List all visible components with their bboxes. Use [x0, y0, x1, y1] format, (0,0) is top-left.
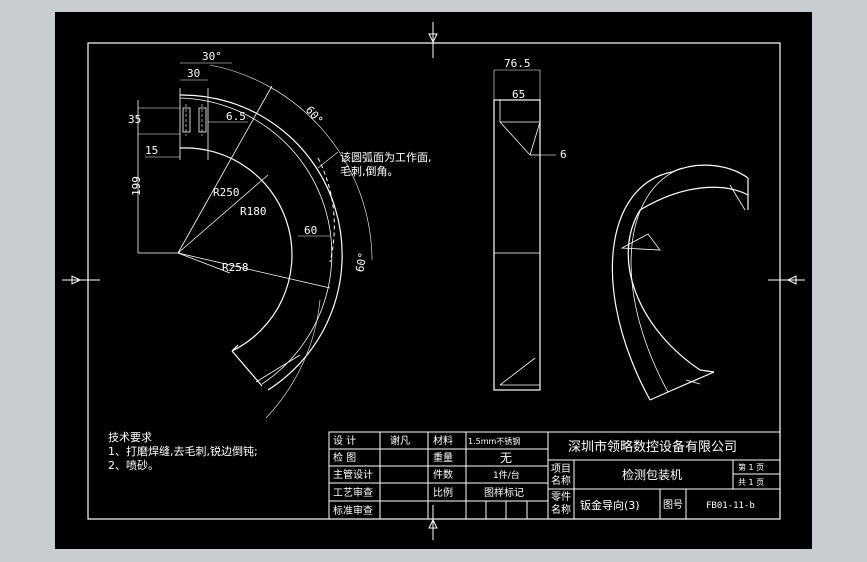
center-arrow-left-icon [71, 275, 82, 285]
inner-arc [179, 147, 293, 352]
dim-65-text: 65 [512, 88, 525, 101]
annotation-line-1: 该圆弧面为工作面, [340, 150, 432, 164]
outer-arc-inner-edge [179, 97, 333, 385]
tb-count: 1件/台 [493, 469, 520, 481]
tb-designer: 谢凡 [390, 434, 410, 447]
dim-r250-text: R250 [213, 186, 240, 199]
dim-30-text: 30 [187, 67, 200, 80]
outer-arc [179, 94, 343, 391]
front-view [137, 62, 373, 419]
tb-standard-label: 标准审查 [333, 504, 373, 517]
dim-35-text: 35 [128, 113, 141, 126]
dim-r258-text: R258 [222, 261, 249, 274]
isometric-view [611, 164, 749, 401]
tb-part-label-2: 名称 [551, 503, 571, 516]
tb-part-label-1: 零件 [551, 491, 571, 503]
dim-60deg-lower-text: 60° [353, 251, 369, 273]
radius-r250 [177, 85, 273, 254]
side-view [493, 69, 556, 391]
tb-drawing-no-label: 图号 [663, 499, 683, 511]
dim-199-text: 199 [130, 176, 143, 196]
slot-right [198, 107, 207, 133]
centering-marks [62, 22, 805, 540]
tb-sheet: 第 1 页 [738, 462, 764, 472]
tb-mark-label: 图样标记 [484, 486, 524, 499]
end-cut-line [231, 350, 263, 387]
tb-count-label: 件数 [433, 468, 453, 481]
tb-project-label-1: 项目 [551, 463, 571, 475]
dim-angle-top: 30° [202, 50, 222, 63]
tb-company: 深圳市领略数控设备有限公司 [568, 439, 737, 455]
dim-angle-arc [209, 64, 373, 261]
tb-material: 1.5mm不锈钢 [468, 436, 520, 446]
tb-part: 钣金导向(3) [580, 498, 640, 512]
dim-15-text: 15 [145, 144, 158, 157]
title-block [328, 431, 781, 520]
tech-req-item-2: 2、喷砂。 [108, 459, 159, 472]
annotation-line-2: 毛刺,倒角。 [340, 165, 399, 178]
dim-76-5-text: 76.5 [504, 57, 531, 70]
tb-material-label: 材料 [433, 434, 453, 447]
iso-outer-edge [611, 171, 673, 401]
dim-r180-text: R180 [240, 205, 267, 218]
drawing-sheet [55, 12, 812, 549]
tb-check-label: 检 图 [333, 451, 356, 464]
tb-project: 检测包装机 [622, 467, 682, 482]
center-arrow-top-icon [428, 33, 438, 44]
tb-scale-label: 比例 [433, 486, 453, 499]
radius-r180 [177, 174, 269, 254]
tb-chief-label: 主管设计 [333, 468, 373, 481]
tb-drawing-no: FB01-11-b [706, 501, 755, 511]
iso-inner-edge [627, 209, 701, 371]
center-arrow-right-icon [786, 275, 797, 285]
dim-6-5-text: 6.5 [226, 110, 246, 123]
tb-process-label: 工艺审查 [333, 486, 373, 499]
tb-weight-label: 重量 [433, 451, 453, 464]
tech-req-item-1: 1、打磨焊缝,去毛刺,锐边倒钝; [108, 444, 258, 458]
tb-weight: 无 [500, 451, 512, 465]
dim-60-text: 60 [304, 224, 317, 237]
tb-total: 共 1 页 [738, 478, 764, 487]
radius-r258 [177, 252, 331, 289]
dim-6-text: 6 [560, 148, 567, 161]
tb-project-label-2: 名称 [551, 474, 571, 487]
leader-annotation [317, 151, 339, 169]
tech-req-title: 技术要求 [108, 431, 152, 444]
slot-left [182, 107, 191, 133]
tb-design-label: 设 计 [333, 434, 356, 447]
iso-gusset [620, 233, 661, 251]
center-arrow-bottom-icon [428, 518, 438, 529]
